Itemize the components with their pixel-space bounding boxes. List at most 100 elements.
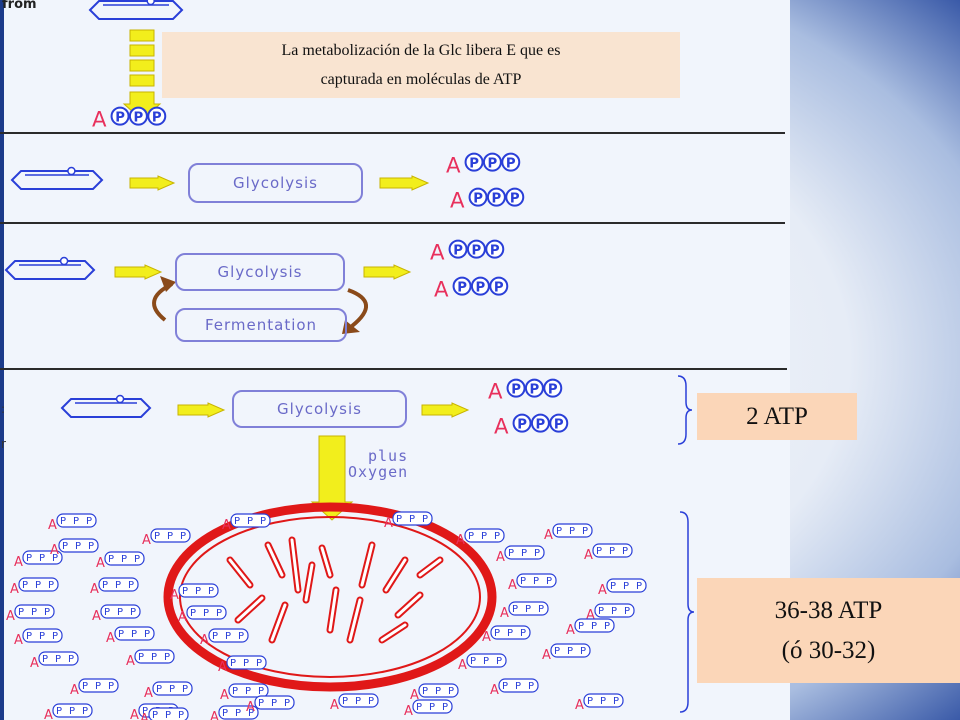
arrow-shape (177, 402, 226, 418)
phosphate-label: P (230, 658, 236, 669)
fermentation-box: Fermentation (175, 308, 347, 342)
phosphate-label: P (55, 654, 61, 665)
phosphate-label: P (488, 156, 498, 171)
phosphate-label: P (469, 156, 479, 171)
adenosine-label: A (494, 414, 509, 439)
yellow-arrow-icon (114, 264, 163, 280)
phosphate-group (592, 543, 633, 558)
mitochondrion-crista-core (320, 546, 332, 577)
phosphate-group (504, 545, 545, 560)
phosphate-label: P (396, 514, 402, 525)
mitochondrion-crista-core (380, 623, 407, 642)
phosphate-group (148, 707, 189, 720)
phosphate-circle (506, 378, 526, 398)
adenosine-label: A (170, 588, 179, 603)
atp-yield-glycolysis-text: 2 ATP (746, 402, 808, 430)
adenosine-label: A (130, 708, 139, 720)
mitochondrion-crista-core (236, 596, 264, 622)
phosphate-label: P (422, 686, 428, 697)
phosphate-label: P (144, 629, 150, 640)
adenosine-label: A (575, 698, 584, 713)
phosphate-label: P (234, 516, 240, 527)
phosphate-group (208, 628, 249, 643)
phosphate-group (78, 678, 119, 693)
mitochondrion-crista-core (266, 543, 284, 577)
phosphate-circle (530, 413, 550, 433)
phosphate-label: P (472, 243, 482, 258)
phosphate-label: P (212, 631, 218, 642)
phosphate-label: P (88, 541, 94, 552)
phosphate-label: P (195, 586, 201, 597)
yellow-arrow-icon (177, 402, 226, 418)
adenosine-label: A (446, 153, 461, 178)
phosphate-label: P (18, 607, 24, 618)
phosphate-group (38, 651, 79, 666)
phosphate-group (594, 603, 635, 618)
phosphate-label: P (138, 652, 144, 663)
adenosine-label: A (200, 633, 209, 648)
adenosine-label: A (542, 648, 551, 663)
phosphate-group (52, 703, 93, 718)
mitochondrion-inner-membrane (179, 516, 481, 678)
adenosine-label: A (404, 704, 413, 719)
stray-mark: : (1, 402, 6, 416)
glucose-ring (88, 0, 184, 20)
phosphate-group (22, 628, 63, 643)
phosphate-label: P (104, 607, 110, 618)
phosphate-label: P (368, 696, 374, 707)
phosphate-label: P (238, 631, 244, 642)
adenosine-label: A (598, 583, 607, 598)
mitochondrion-crista-core (396, 593, 422, 617)
phosphate-label: P (62, 541, 68, 552)
phosphate-group (490, 625, 531, 640)
phosphate-label: P (520, 628, 526, 639)
yellow-arrow-icon (129, 175, 176, 191)
phosphate-label: P (134, 554, 140, 565)
phosphate-label: P (232, 686, 238, 697)
note-box: La metabolización de la Glc libera E que… (162, 32, 680, 98)
phosphate-label: P (494, 628, 500, 639)
phosphate-group (98, 577, 139, 592)
phosphate-label: P (167, 531, 173, 542)
phosphate-label: P (508, 548, 514, 559)
phosphate-group (114, 626, 155, 641)
panel-edge (0, 0, 4, 720)
recycle-arrow-icon (347, 288, 368, 328)
phosphate-circle (452, 276, 472, 296)
phosphate-group (226, 655, 267, 670)
phosphate-label: P (598, 606, 604, 617)
phosphate-label: P (164, 652, 170, 663)
phosphate-group (150, 528, 191, 543)
mitochondrion-crista-core (328, 588, 338, 632)
note-line-1: La metabolización de la Glc libera E que… (281, 42, 561, 59)
glucose-molecule-icon (4, 256, 96, 280)
mitochondrion-crista-core (384, 558, 407, 592)
phosphate-group (56, 513, 97, 528)
adenosine-label: A (92, 609, 101, 624)
adenosine-label: A (330, 698, 339, 713)
phosphate-label: P (182, 586, 188, 597)
phosphate-label: P (256, 658, 262, 669)
adenosine-label: A (178, 610, 187, 625)
phosphate-label: P (476, 280, 486, 295)
phosphate-label: P (492, 191, 502, 206)
phosphate-label: P (69, 706, 75, 717)
mitochondrion-crista-core (290, 538, 300, 592)
phosphate-label: P (567, 646, 573, 657)
adenosine-label: A (488, 379, 503, 404)
phosphate-label: P (56, 706, 62, 717)
phosphate-group (100, 604, 141, 619)
